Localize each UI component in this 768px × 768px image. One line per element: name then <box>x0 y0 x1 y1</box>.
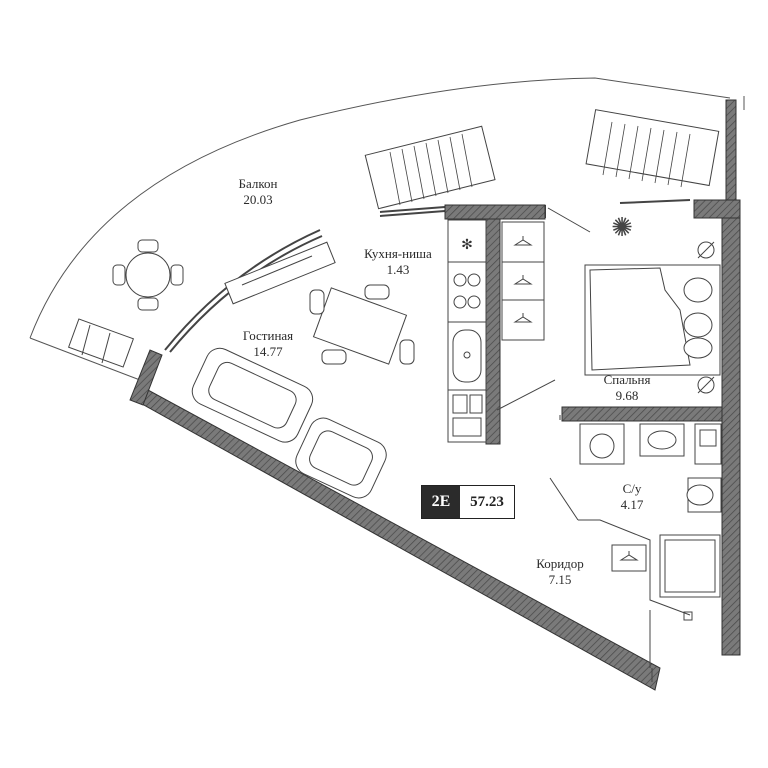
room-label-bedroom: Спальня 9.68 <box>603 372 651 403</box>
exterior-wall <box>129 349 661 691</box>
wardrobe <box>501 221 545 341</box>
round-table <box>112 239 184 311</box>
room-label-bathroom: С/у 4.17 <box>620 481 644 512</box>
sun-icon: ✺ <box>611 213 633 243</box>
apartment-type: 2E <box>422 486 460 518</box>
tv-console <box>224 241 336 305</box>
dining-table <box>309 284 415 365</box>
sofa <box>191 347 387 499</box>
kitchen-wall <box>444 204 546 445</box>
interior-lines <box>496 207 691 668</box>
apartment-badge: 2E 57.23 <box>421 485 515 519</box>
sun-lounger-slats <box>389 121 691 206</box>
total-area: 57.23 <box>460 486 514 518</box>
bed <box>584 241 721 394</box>
bathroom-fixtures <box>579 423 722 598</box>
room-label-living: Гостиная 14.77 <box>242 328 294 359</box>
room-label-corridor: Коридор 7.15 <box>536 556 584 587</box>
kitchen-counter <box>447 219 487 443</box>
right-wall <box>693 99 741 656</box>
bath-wall <box>561 406 723 422</box>
balcony-bench <box>67 318 135 368</box>
room-label-balcony: Балкон 20.03 <box>238 176 278 207</box>
balcony-outline <box>29 77 745 381</box>
snowflake-icon: ✻ <box>461 237 473 253</box>
hanger-icon <box>513 236 647 572</box>
sun-lounger <box>364 109 720 210</box>
room-label-kitchen: Кухня-ниша 1.43 <box>364 246 432 277</box>
entry-marker <box>651 611 693 682</box>
